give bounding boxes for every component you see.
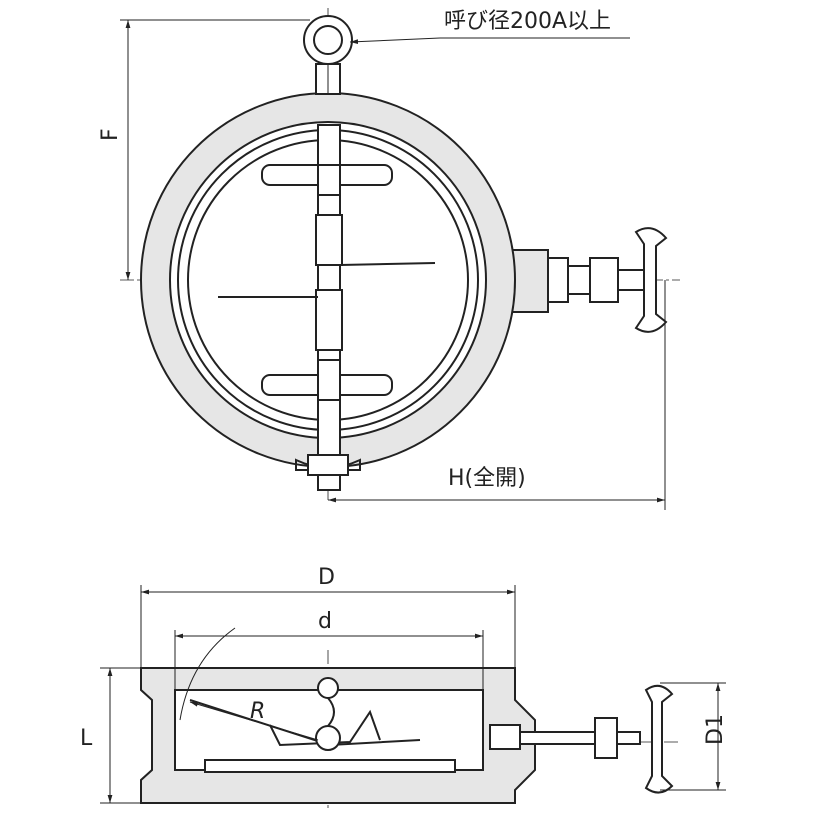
label-d: d [318, 609, 332, 634]
label-D1: D1 [703, 714, 728, 745]
label-H: H(全開) [448, 466, 526, 491]
label-D: D [318, 565, 335, 590]
side-handle [489, 684, 674, 794]
front-view: F H(全開) 呼び径200A以上 [98, 8, 680, 510]
side-view: D d R L D1 [80, 565, 728, 810]
label-L: L [80, 726, 93, 751]
eye-bolt [303, 15, 353, 95]
note-nominal-size: 呼び径200A以上 [444, 9, 611, 34]
lever-handle [547, 227, 668, 333]
label-F: F [98, 128, 123, 141]
label-R: R [250, 699, 265, 724]
